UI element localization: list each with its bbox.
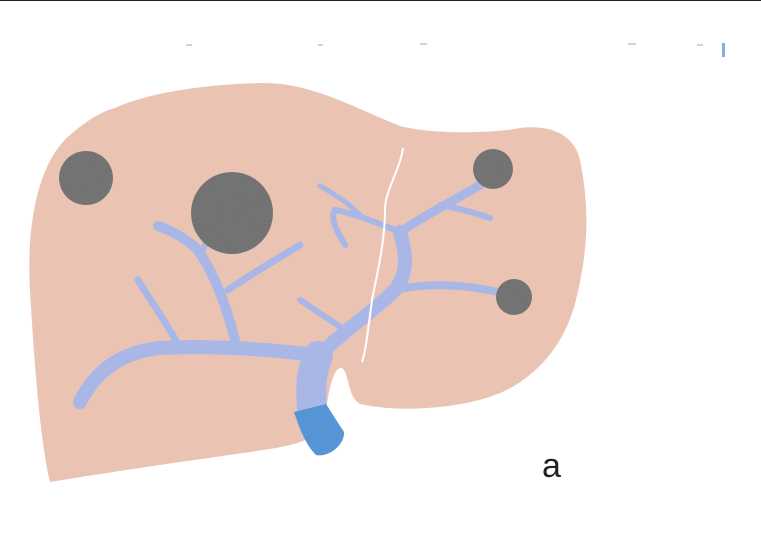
speck: [318, 44, 323, 46]
speck: [186, 44, 192, 46]
speck: [697, 44, 703, 46]
portal-trunk: [311, 356, 318, 408]
portal-vein-stem: [294, 404, 344, 455]
lesion: [473, 149, 513, 189]
top-specks: [186, 43, 725, 57]
lesion: [191, 172, 273, 254]
lesion: [496, 279, 532, 315]
panel-label: a: [542, 446, 561, 486]
speck: [628, 43, 636, 45]
speck-bar: [722, 43, 725, 57]
speck: [420, 43, 427, 45]
lesion: [59, 151, 113, 205]
